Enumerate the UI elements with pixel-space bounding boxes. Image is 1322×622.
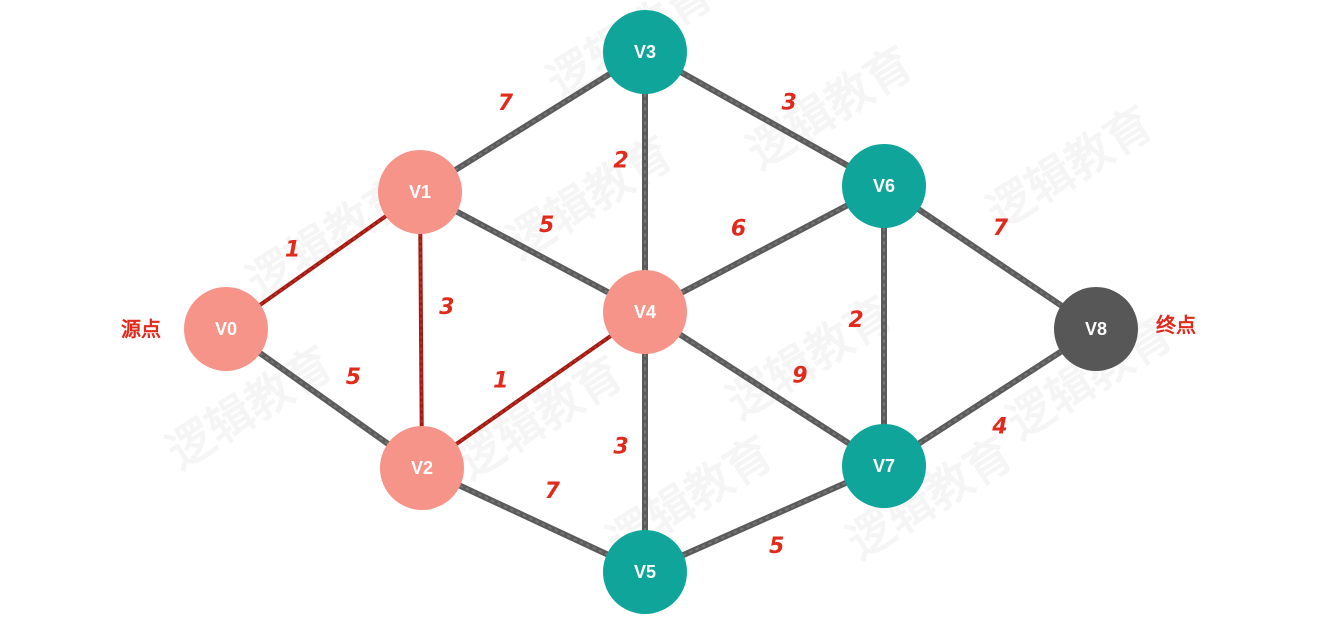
- edge-v7-v8: [881, 326, 1099, 469]
- weight-label-v7-v8: 4: [991, 414, 1007, 439]
- node-v1: V1: [378, 150, 462, 234]
- edge-texture: [419, 191, 646, 313]
- edge-line: [642, 49, 887, 189]
- edge-v1-v4: [417, 189, 648, 315]
- node-v8: V8: [1054, 287, 1138, 371]
- node-label: V4: [634, 302, 656, 322]
- edge-layer: [223, 49, 1099, 575]
- edge-v3-v6: [642, 49, 887, 189]
- weight-label-v2-v4: 1: [493, 369, 508, 394]
- edge-texture: [644, 311, 885, 467]
- edge-v1-v3: [417, 49, 648, 195]
- node-circle: [842, 144, 926, 228]
- weight-label-v5-v7: 5: [769, 534, 784, 559]
- node-circle: [842, 424, 926, 508]
- node-circle: [603, 530, 687, 614]
- weight-label-v1-v2: 3: [439, 295, 454, 320]
- node-label: V5: [634, 562, 656, 582]
- node-circle: [378, 150, 462, 234]
- node-label: V6: [873, 176, 895, 196]
- weight-label-v1-v3: 7: [498, 91, 514, 116]
- target-label: 终点: [1156, 313, 1196, 337]
- node-label: V8: [1085, 319, 1107, 339]
- node-circle: [1054, 287, 1138, 371]
- source-label: 源点: [121, 317, 161, 341]
- weight-label-v4-v5: 3: [613, 435, 628, 460]
- node-circle: [603, 10, 687, 94]
- node-label: V7: [873, 456, 895, 476]
- edge-v2-v4: [420, 310, 647, 470]
- weight-label-v2-v5: 7: [545, 479, 561, 504]
- node-label: V3: [634, 42, 656, 62]
- node-v4: V4: [603, 270, 687, 354]
- edge-texture: [419, 191, 423, 469]
- node-label: V1: [409, 182, 431, 202]
- edge-texture: [419, 51, 646, 193]
- watermark-text: 逻辑教育: [447, 346, 632, 489]
- node-label: V2: [411, 458, 433, 478]
- node-v2: V2: [380, 426, 464, 510]
- watermark-text: 逻辑教育: [717, 286, 902, 429]
- edge-texture: [644, 185, 885, 313]
- node-v3: V3: [603, 10, 687, 94]
- node-circle: [184, 287, 268, 371]
- edge-v6-v8: [881, 183, 1099, 332]
- node-v7: V7: [842, 424, 926, 508]
- edge-v4-v6: [642, 183, 887, 315]
- node-v5: V5: [603, 530, 687, 614]
- edge-line: [420, 310, 647, 470]
- weight-label-v3-v4: 2: [613, 149, 628, 174]
- node-circle: [380, 426, 464, 510]
- node-label: V0: [215, 319, 237, 339]
- weight-label-v4-v7: 9: [792, 364, 807, 389]
- weight-label-v0-v2: 5: [346, 365, 361, 390]
- weight-label-layer: 1 5 3 7 5 1 7 2 3 6 3 9 5 2 7 4: [285, 91, 1009, 559]
- weight-label-v6-v7: 2: [848, 308, 863, 333]
- weight-label-v1-v4: 5: [539, 213, 554, 238]
- weight-label-v0-v1: 1: [285, 238, 300, 263]
- node-circle: [603, 270, 687, 354]
- weight-label-v3-v6: 3: [782, 91, 797, 116]
- weight-label-v4-v6: 6: [731, 216, 746, 241]
- edge-texture: [883, 185, 1097, 330]
- edge-texture: [225, 328, 423, 469]
- edge-v4-v7: [642, 309, 887, 469]
- edge-v1-v2: [418, 190, 424, 470]
- node-v0: V0: [184, 287, 268, 371]
- edge-texture: [883, 328, 1097, 467]
- node-v6: V6: [842, 144, 926, 228]
- edge-v5-v7: [642, 463, 887, 575]
- edge-texture: [644, 465, 885, 573]
- weight-label-v6-v8: 7: [993, 216, 1009, 241]
